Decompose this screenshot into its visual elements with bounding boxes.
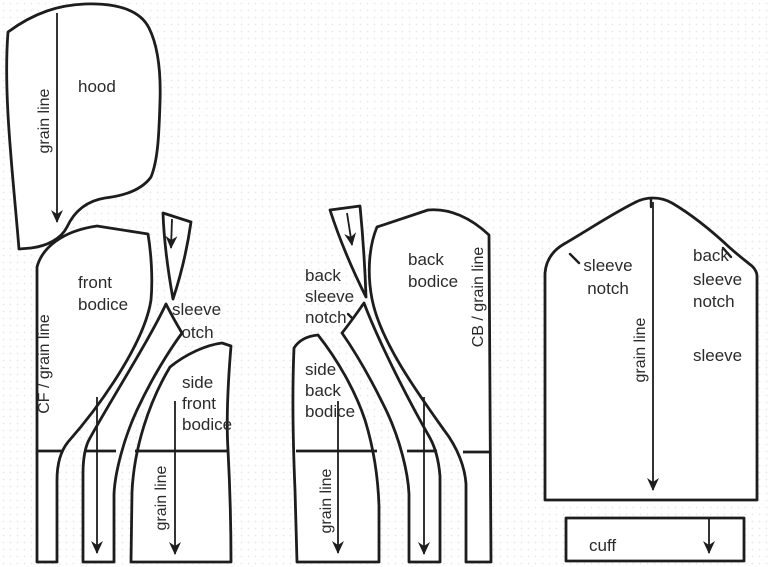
back-sleeve-notch-label-line1: back bbox=[305, 266, 341, 285]
cb-grain-label: CB / grain line bbox=[470, 247, 487, 348]
front-sleeve-notch-label-line1: sleeve bbox=[172, 300, 221, 319]
back-bodice-piece: CB / grain line back bodice bbox=[367, 208, 493, 564]
sleeve-back-notch-label-line2: sleeve bbox=[693, 270, 742, 289]
side-back-grain-label: grain line bbox=[318, 468, 335, 533]
back-bodice-label-line1: back bbox=[408, 250, 444, 269]
cuff-label: cuff bbox=[589, 536, 616, 555]
back-bodice-outline bbox=[367, 208, 493, 564]
cuff-outline bbox=[564, 516, 746, 563]
sleeve-front-notch-tick bbox=[568, 252, 581, 265]
sleeve-label: sleeve bbox=[693, 346, 742, 365]
side-front-bodice-outline bbox=[129, 341, 233, 564]
front-middle-panel-piece bbox=[81, 302, 184, 564]
front-middle-panel-outline bbox=[81, 302, 184, 564]
sleeve-piece: grain line sleeve notch back sleeve notc… bbox=[543, 196, 759, 502]
cf-grain-label: CF / grain line bbox=[36, 314, 53, 414]
side-front-bodice-piece: grain line side front bodice bbox=[129, 341, 233, 564]
sleeve-outline bbox=[543, 196, 759, 502]
side-front-bodice-label-line1: side bbox=[182, 373, 213, 392]
sleeve-grain-label: grain line bbox=[632, 317, 649, 382]
back-bodice-label-line2: bodice bbox=[408, 272, 458, 291]
side-back-bodice-outline bbox=[291, 333, 381, 564]
hood-grain-label: grain line bbox=[36, 88, 53, 153]
front-sleeve-notch-label-line2: notch bbox=[172, 323, 214, 342]
back-sleeve-notch-outline bbox=[328, 204, 368, 299]
hood-label: hood bbox=[78, 77, 116, 96]
front-bodice-piece: CF / grain line front bodice bbox=[35, 224, 154, 564]
side-back-bodice-label-line2: back bbox=[305, 381, 341, 400]
sleeve-back-notch-label-line3: notch bbox=[693, 292, 735, 311]
front-sleeve-notch-arrow bbox=[165, 218, 178, 249]
side-front-grain-label: grain line bbox=[153, 465, 170, 530]
back-middle-panel-piece bbox=[340, 301, 442, 564]
back-sleeve-notch-arrow bbox=[344, 212, 357, 246]
sleeve-notch-label-line1: sleeve bbox=[583, 256, 632, 275]
back-sleeve-notch-label-line2: sleeve bbox=[305, 287, 354, 306]
front-bodice-outline bbox=[35, 224, 154, 564]
side-front-bodice-label-line3: bodice bbox=[182, 415, 232, 434]
back-middle-panel-outline bbox=[340, 301, 442, 564]
side-back-bodice-piece: grain line side back bodice bbox=[291, 333, 381, 564]
front-bodice-label-line1: front bbox=[78, 273, 112, 292]
sleeve-notch-label-line2: notch bbox=[587, 279, 629, 298]
side-back-bodice-label-line1: side bbox=[305, 360, 336, 379]
sleeve-back-notch-tick bbox=[721, 246, 733, 259]
front-bodice-label-line2: bodice bbox=[78, 295, 128, 314]
side-back-bodice-label-line3: bodice bbox=[305, 402, 355, 421]
front-sleeve-notch-outline bbox=[161, 211, 193, 301]
back-sleeve-notch-label-line3: notch bbox=[305, 308, 347, 327]
side-front-bodice-label-line2: front bbox=[182, 394, 216, 413]
hood-piece: grain line hood bbox=[5, 2, 162, 251]
back-sleeve-notch-piece: back sleeve notch bbox=[305, 204, 368, 327]
hood-outline bbox=[5, 2, 162, 251]
cuff-piece: cuff bbox=[564, 516, 746, 563]
sleeve-back-notch-label-line1: back bbox=[693, 246, 729, 265]
